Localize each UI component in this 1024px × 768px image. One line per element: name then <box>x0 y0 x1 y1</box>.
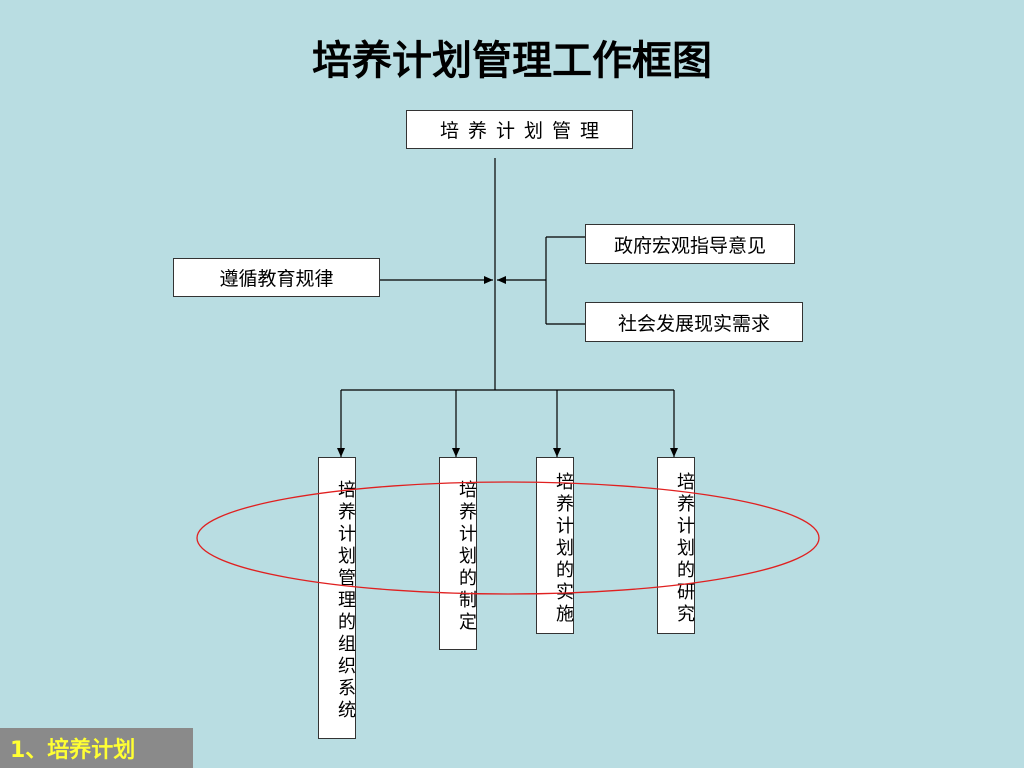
branch-node-2: 培养计划的制定 <box>439 457 477 650</box>
branch-node-4: 培养计划的研究 <box>657 457 695 634</box>
branch-node-3: 培养计划的实施 <box>536 457 574 634</box>
root-node: 培养计划管理 <box>406 110 633 149</box>
right-input-node-1: 政府宏观指导意见 <box>585 224 795 264</box>
footer-label: 1、培养计划 <box>0 728 193 768</box>
left-input-node: 遵循教育规律 <box>173 258 380 297</box>
page-title: 培养计划管理工作框图 <box>312 37 712 84</box>
right-input-node-2: 社会发展现实需求 <box>585 302 803 342</box>
branch-node-1: 培养计划管理的组织系统 <box>318 457 356 739</box>
